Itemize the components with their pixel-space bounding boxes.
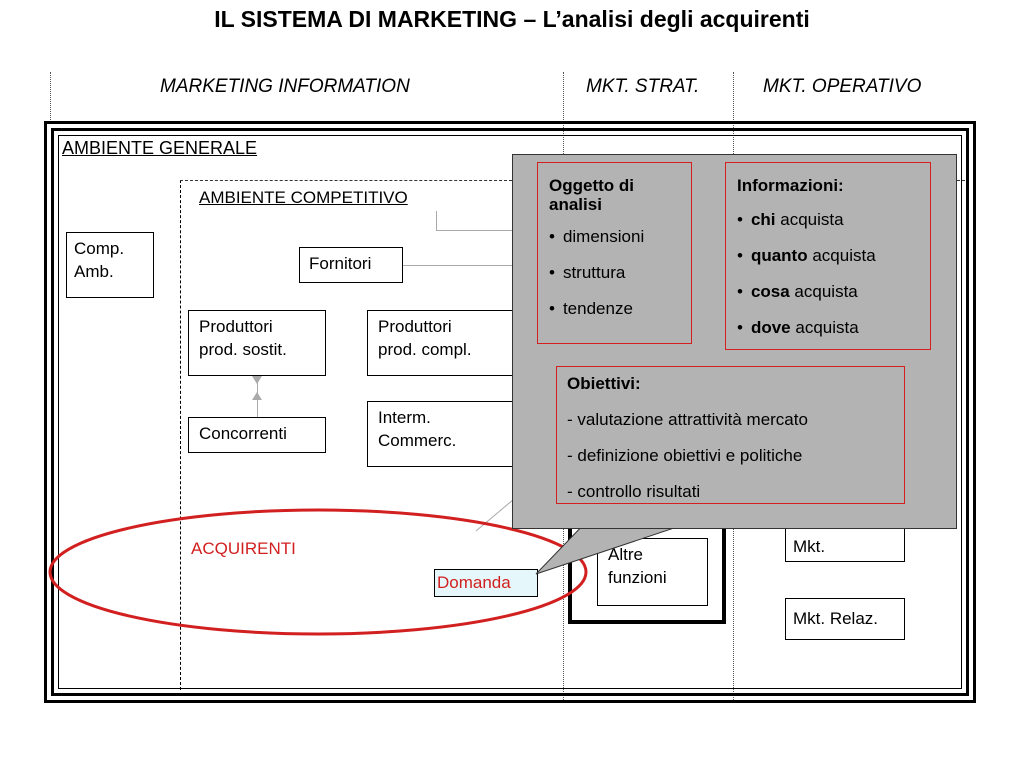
- produttori-compl-line2: prod. compl.: [378, 340, 472, 359]
- comp-amb-box[interactable]: Comp. Amb.: [66, 232, 154, 298]
- informazioni-item-bold: quanto: [750, 246, 808, 265]
- mkt-label: Mkt.: [793, 537, 826, 556]
- obiettivi-item: - controllo risultati: [567, 482, 701, 501]
- oggetto-title: Oggetto di analisi: [549, 176, 634, 214]
- informazioni-list: chi acquista quanto acquista cosa acquis…: [737, 208, 920, 339]
- concorrenti-box[interactable]: Concorrenti: [188, 417, 326, 453]
- produttori-compl-line1: Produttori: [378, 317, 452, 336]
- produttori-sostit-line1: Produttori: [199, 317, 273, 336]
- competitive-environment-label: AMBIENTE COMPETITIVO: [199, 188, 408, 207]
- connector-competitive-h: [436, 230, 512, 231]
- informazioni-item-bold: dove: [750, 318, 791, 337]
- oggetto-item: struttura: [549, 261, 681, 284]
- competitive-boundary-top-right: [957, 180, 965, 181]
- acquirenti-ellipse: [48, 508, 588, 636]
- obiettivi-item: - valutazione attrattività mercato: [567, 410, 808, 429]
- connector-competitive: [436, 211, 437, 230]
- domanda-box[interactable]: Domanda: [434, 569, 538, 597]
- arrow-up-icon: [252, 392, 262, 400]
- intermediari-line1: Interm.: [378, 408, 431, 427]
- mkt-relaz-label: Mkt. Relaz.: [793, 609, 879, 628]
- divider-left: [50, 72, 51, 122]
- domanda-label: Domanda: [437, 573, 511, 592]
- informazioni-title: Informazioni:: [737, 176, 844, 195]
- page-title: IL SISTEMA DI MARKETING – L’analisi degl…: [214, 6, 810, 32]
- fornitori-box[interactable]: Fornitori: [299, 247, 403, 283]
- column-header-operative: MKT. OPERATIVO: [763, 76, 922, 97]
- middle-frame: [51, 128, 969, 696]
- mkt-box[interactable]: Mkt.: [785, 526, 905, 562]
- inner-frame: [58, 135, 962, 689]
- general-environment-label: AMBIENTE GENERALE: [62, 138, 258, 158]
- column-header-strategic: MKT. STRAT.: [586, 76, 700, 97]
- oggetto-list: dimensioni struttura tendenze: [549, 225, 681, 320]
- informazioni-item-bold: cosa: [750, 282, 790, 301]
- informazioni-item-rest: acquista: [789, 282, 858, 301]
- comp-amb-line2: Amb.: [74, 262, 114, 281]
- intermediari-box[interactable]: Interm. Commerc.: [367, 401, 513, 467]
- informazioni-item: cosa acquista: [737, 280, 920, 303]
- informazioni-item: quanto acquista: [737, 244, 920, 267]
- connector-fornitori: [402, 265, 512, 266]
- obiettivi-title: Obiettivi:: [567, 374, 641, 393]
- obiettivi-box: Obiettivi: - valutazione attrattività me…: [556, 366, 905, 504]
- concorrenti-label: Concorrenti: [199, 424, 287, 443]
- informazioni-item-bold: chi: [750, 210, 776, 229]
- arrow-down-icon: [252, 376, 262, 384]
- acquirenti-label: ACQUIRENTI: [191, 539, 296, 558]
- callout-pointer: [535, 520, 699, 575]
- informazioni-item: dove acquista: [737, 316, 920, 339]
- oggetto-item: dimensioni: [549, 225, 681, 248]
- outer-frame: [44, 121, 976, 703]
- comp-amb-line1: Comp.: [74, 239, 125, 258]
- produttori-sostit-line2: prod. sostit.: [199, 340, 287, 359]
- informazioni-box: Informazioni: chi acquista quanto acquis…: [725, 162, 931, 350]
- altre-funzioni-box[interactable]: Altre funzioni: [597, 538, 708, 606]
- competitive-boundary-left: [180, 180, 181, 690]
- informazioni-item-rest: acquista: [790, 318, 859, 337]
- produttori-compl-box[interactable]: Produttori prod. compl.: [367, 310, 513, 376]
- produttori-sostit-box[interactable]: Produttori prod. sostit.: [188, 310, 326, 376]
- mkt-relaz-box[interactable]: Mkt. Relaz.: [785, 598, 905, 640]
- fornitori-label: Fornitori: [309, 254, 372, 273]
- column-header-information: MARKETING INFORMATION: [160, 76, 410, 97]
- competitive-boundary-top: [180, 180, 512, 181]
- oggetto-box: Oggetto di analisi dimensioni struttura …: [537, 162, 692, 344]
- informazioni-item-rest: acquista: [775, 210, 844, 229]
- obiettivi-item: - definizione obiettivi e politiche: [567, 446, 803, 465]
- altre-funzioni-line1: Altre: [608, 545, 643, 564]
- intermediari-line2: Commerc.: [378, 431, 457, 450]
- informazioni-item-rest: acquista: [807, 246, 876, 265]
- connector-domanda-diagonal: [475, 498, 515, 532]
- oggetto-item: tendenze: [549, 297, 681, 320]
- altre-funzioni-line2: funzioni: [608, 568, 667, 587]
- informazioni-item: chi acquista: [737, 208, 920, 231]
